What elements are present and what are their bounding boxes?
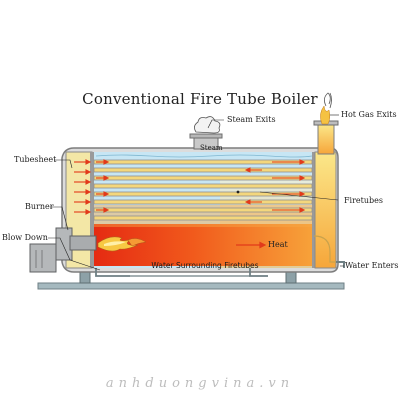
burner-nozzle [69, 235, 97, 251]
water-surface [95, 154, 313, 158]
firetube [93, 199, 313, 205]
label-steam: Steam [200, 144, 223, 152]
leader-lines [48, 114, 344, 271]
firetube [93, 183, 313, 189]
firetube [93, 207, 313, 213]
tubesheet-plate [90, 152, 94, 268]
firetube [93, 167, 313, 173]
heat-arrow-icon [236, 241, 267, 249]
furnace-flame-zone [94, 224, 314, 266]
firetube-pointer-dot [236, 190, 240, 194]
firetube-bank [93, 159, 313, 221]
firetube [93, 159, 313, 165]
label-blow-down: Blow Down [2, 233, 48, 242]
firetube [93, 175, 313, 181]
gas-flow-arrows-right [272, 159, 306, 213]
label-firetubes: Firetubes [344, 196, 383, 205]
gas-flow-arrows-inner [96, 159, 110, 213]
watermark-text: anhduongvina.vn [105, 376, 295, 391]
smoke-plume-icon [324, 92, 331, 107]
smoke-plume-icon [329, 92, 332, 109]
firetube [93, 191, 313, 197]
gas-flow-arrows-left [74, 159, 92, 215]
tubesheet-plate-right [312, 152, 315, 268]
base-rail [37, 282, 345, 290]
gas-flow-arrows-return [244, 167, 262, 205]
hot-gas-flame-icon [320, 105, 331, 125]
steam-cloud-icon [194, 116, 221, 134]
label-burner: Burner [25, 202, 54, 211]
label-water-surrounding-firetubes: Water Surrounding Firetubes [151, 261, 259, 270]
burner-flame-icon [97, 236, 147, 252]
steam-flange [189, 133, 223, 139]
label-steam-exits: Steam Exits [227, 115, 276, 124]
label-water-enters: Water Enters [345, 261, 399, 270]
water-pipe-loop [313, 235, 336, 263]
label-hot-gas-exits: Hot Gas Exits [341, 110, 397, 119]
blow-down-pipe [95, 268, 130, 277]
exhaust-stack [317, 123, 335, 155]
label-tubesheet: Tubesheet [14, 155, 57, 164]
firetube [93, 215, 313, 221]
label-heat: Heat [268, 240, 288, 249]
burner-motor [29, 243, 57, 273]
diagram-title: Conventional Fire Tube Boiler [82, 90, 318, 108]
rear-smoke-box [314, 151, 337, 269]
